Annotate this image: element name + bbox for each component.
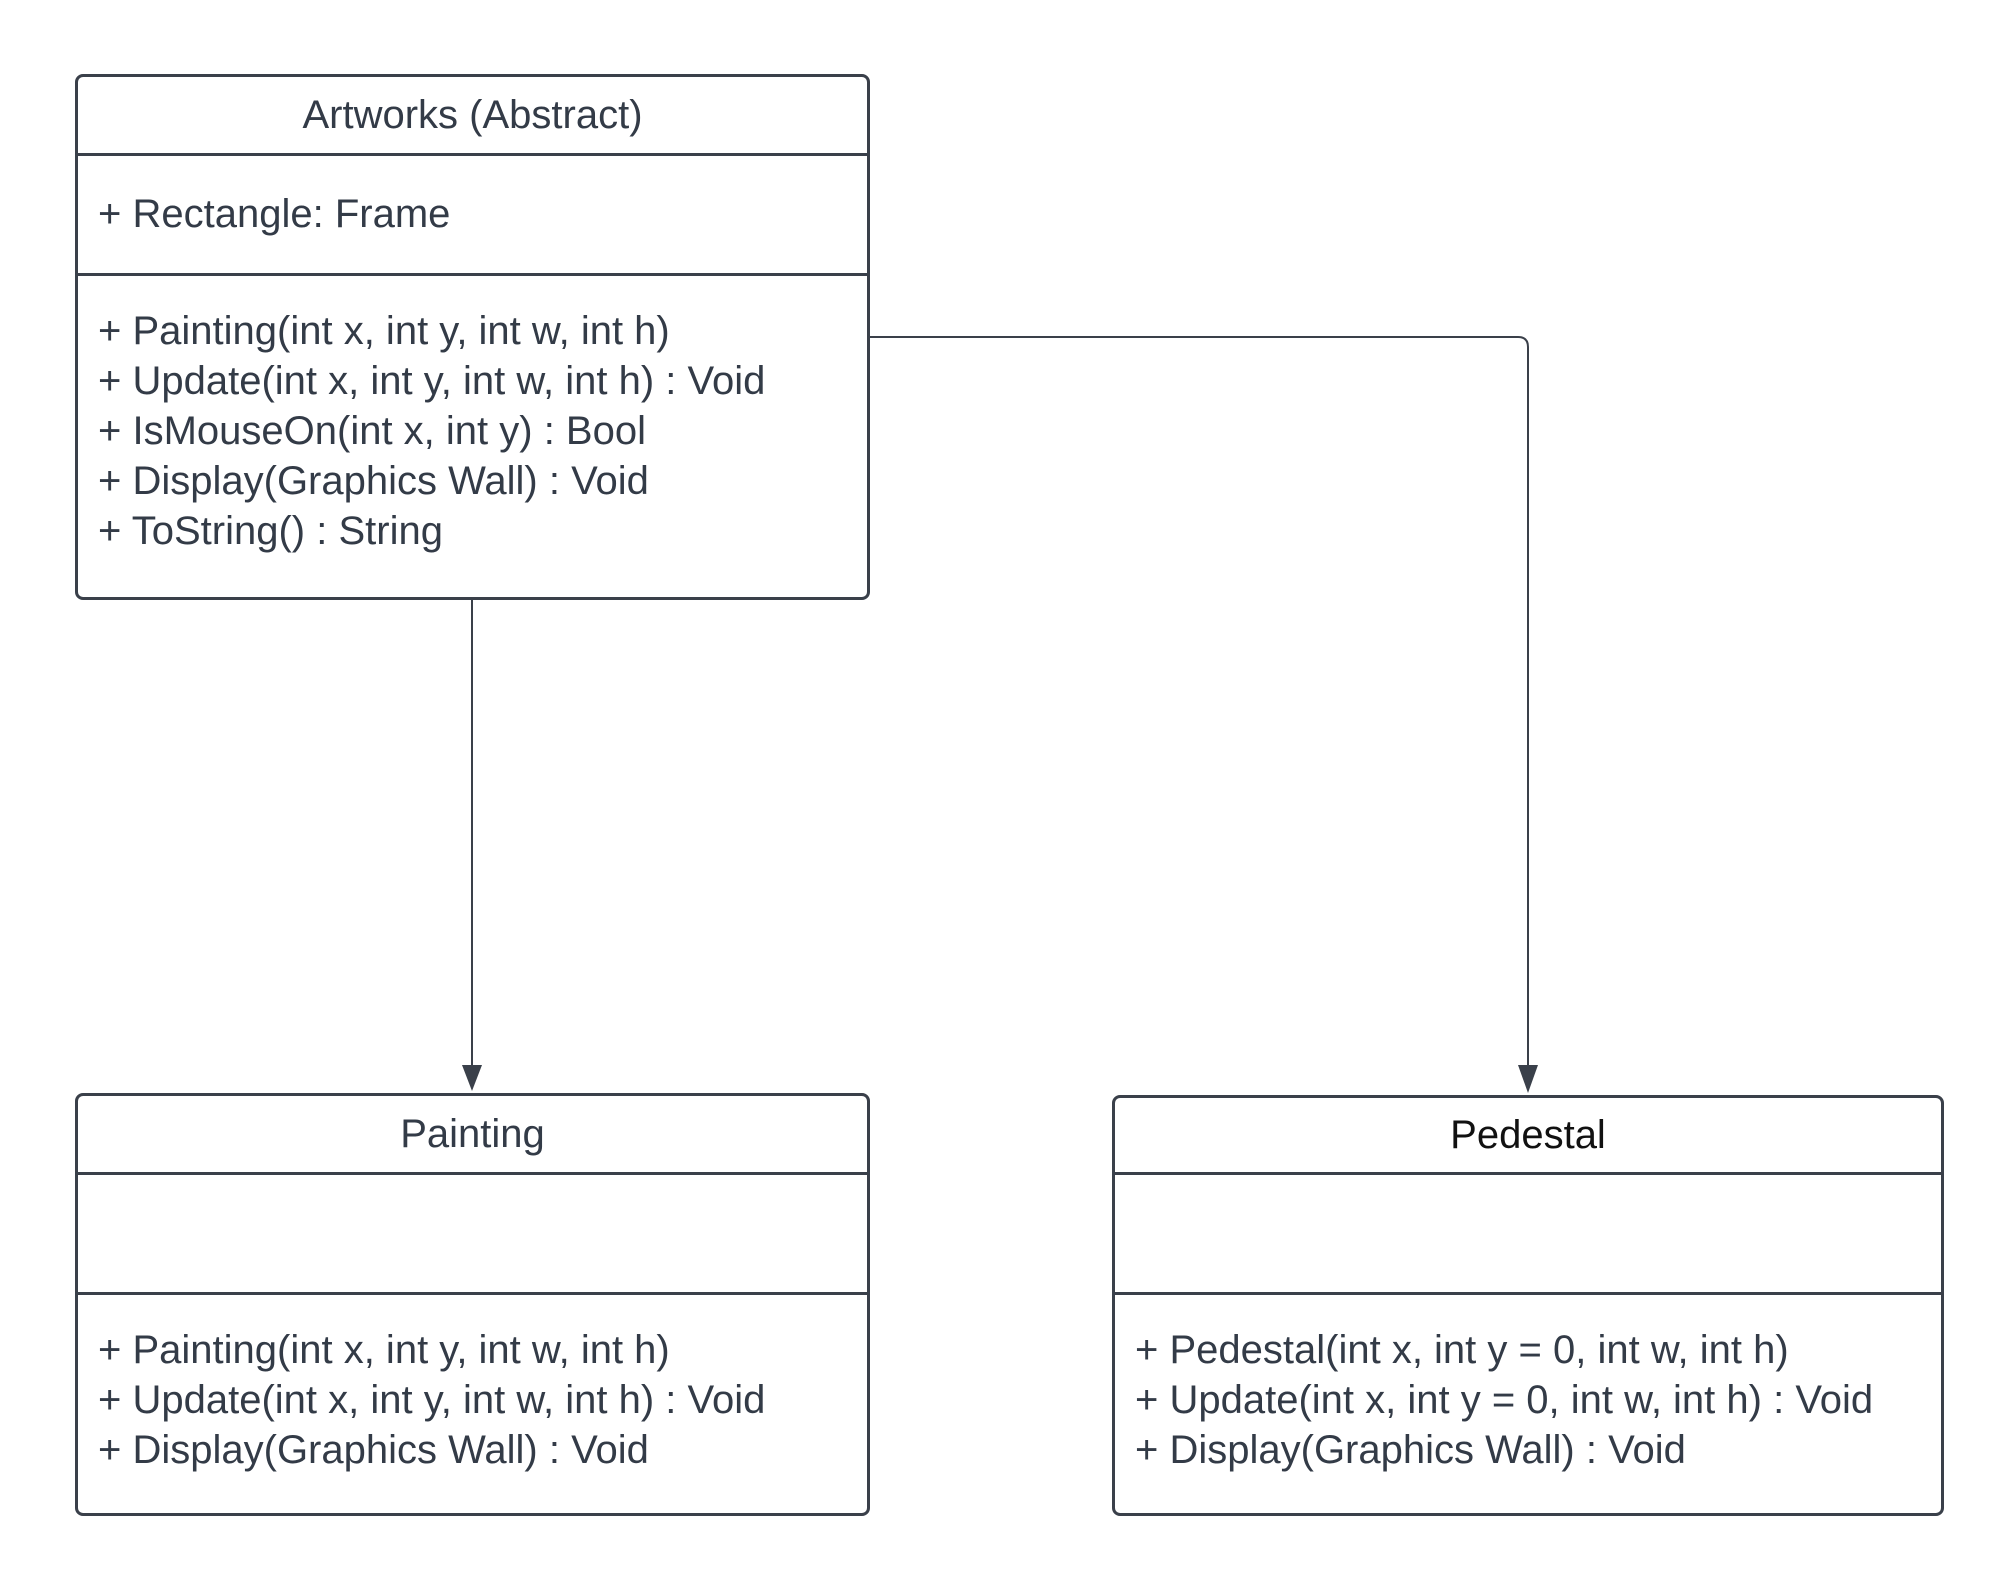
method: + Display(Graphics Wall) : Void: [98, 459, 649, 503]
class-name: Artworks (Abstract): [78, 77, 867, 156]
arrowhead-icon: [1518, 1065, 1538, 1093]
method: + Update(int x, int y, int w, int h) : V…: [98, 1378, 766, 1422]
method: + Painting(int x, int y, int w, int h): [98, 309, 670, 353]
method: + Update(int x, int y, int w, int h) : V…: [98, 359, 766, 403]
method: + Painting(int x, int y, int w, int h): [98, 1328, 670, 1372]
arrowhead-icon: [462, 1065, 482, 1091]
class-painting[interactable]: Painting + Painting(int x, int y, int w,…: [75, 1093, 870, 1516]
class-name: Painting: [78, 1096, 867, 1175]
attributes-section: [1115, 1175, 1941, 1295]
class-name: Pedestal: [1115, 1098, 1941, 1175]
method: + IsMouseOn(int x, int y) : Bool: [98, 409, 646, 453]
class-artworks[interactable]: Artworks (Abstract) + Rectangle: Frame +…: [75, 74, 870, 600]
method: + ToString() : String: [98, 509, 443, 553]
connector-artworks-to-painting[interactable]: [462, 600, 482, 1091]
method: + Display(Graphics Wall) : Void: [1135, 1428, 1686, 1472]
method: + Pedestal(int x, int y = 0, int w, int …: [1135, 1328, 1789, 1372]
attribute: + Rectangle: Frame: [98, 192, 451, 236]
class-pedestal[interactable]: Pedestal + Pedestal(int x, int y = 0, in…: [1112, 1095, 1944, 1516]
methods-section: + Painting(int x, int y, int w, int h) +…: [78, 276, 867, 556]
methods-section: + Painting(int x, int y, int w, int h) +…: [78, 1295, 867, 1475]
method: + Update(int x, int y = 0, int w, int h)…: [1135, 1378, 1874, 1422]
methods-section: + Pedestal(int x, int y = 0, int w, int …: [1115, 1295, 1941, 1475]
attributes-section: + Rectangle: Frame: [78, 156, 867, 276]
method: + Display(Graphics Wall) : Void: [98, 1428, 649, 1472]
attributes-section: [78, 1175, 867, 1295]
connector-artworks-to-pedestal[interactable]: [870, 336, 1538, 1093]
